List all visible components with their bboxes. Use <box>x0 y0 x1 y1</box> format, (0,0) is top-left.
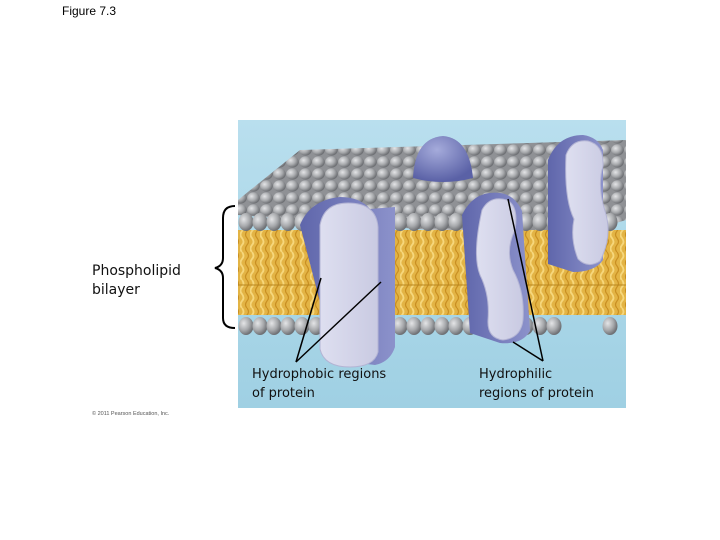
phospholipid-head <box>448 317 464 335</box>
phospholipid-head <box>266 317 282 335</box>
hydrophilic-regions-label-line1: Hydrophilic <box>479 367 553 382</box>
bilayer-bracket <box>214 205 236 329</box>
peripheral-protein <box>413 136 473 182</box>
phospholipid-head <box>420 213 436 231</box>
hydrophobic-regions-label: Hydrophobic regions of protein <box>252 365 442 403</box>
phospholipid-bilayer-label-line1: Phospholipid <box>92 263 181 279</box>
protein-2-hydrophobic-face <box>475 198 524 341</box>
lipid-tails-lower <box>238 285 626 315</box>
phospholipid-head <box>434 213 450 231</box>
leader-line-hydrophobic-2 <box>295 281 382 363</box>
figure-title: Figure 7.3 <box>62 4 117 18</box>
leader-line-hydrophobic-1 <box>295 277 322 363</box>
phospholipid-head <box>238 317 254 335</box>
phospholipid-head <box>406 213 422 231</box>
transmembrane-protein-2 <box>462 192 530 344</box>
phospholipid-head <box>280 317 296 335</box>
hydrophilic-regions-label: Hydrophilic regions of protein <box>479 365 629 403</box>
phospholipid-head <box>406 317 422 335</box>
phospholipid-head <box>266 213 282 231</box>
phospholipid-head <box>252 213 268 231</box>
protein-1-hydrophobic-face <box>319 202 379 368</box>
phospholipid-head <box>392 213 408 231</box>
phospholipid-bilayer-label-line2: bilayer <box>92 282 140 298</box>
phospholipid-head <box>434 317 450 335</box>
phospholipid-head <box>546 317 562 335</box>
phospholipid-head <box>238 213 254 231</box>
phospholipid-heads-bottom <box>238 317 618 335</box>
transmembrane-protein-3 <box>548 135 609 272</box>
leader-line-hydrophilic-1 <box>507 198 544 362</box>
phospholipid-head <box>420 317 436 335</box>
phospholipid-head <box>448 213 464 231</box>
leader-line-hydrophilic-2 <box>512 341 544 362</box>
copyright-notice: © 2011 Pearson Education, Inc. <box>92 411 170 417</box>
phospholipid-head <box>252 317 268 335</box>
hydrophobic-regions-label-line2: of protein <box>252 386 315 401</box>
hydrophobic-regions-label-line1: Hydrophobic regions <box>252 367 387 382</box>
hydrophilic-regions-label-line2: regions of protein <box>479 386 594 401</box>
protein-3-hydrophobic-face <box>565 140 609 265</box>
phospholipid-head <box>602 317 618 335</box>
phospholipid-head <box>280 213 296 231</box>
phospholipid-head <box>392 317 408 335</box>
phospholipid-head <box>532 213 548 231</box>
phospholipid-bilayer-label: Phospholipid bilayer <box>92 262 212 300</box>
